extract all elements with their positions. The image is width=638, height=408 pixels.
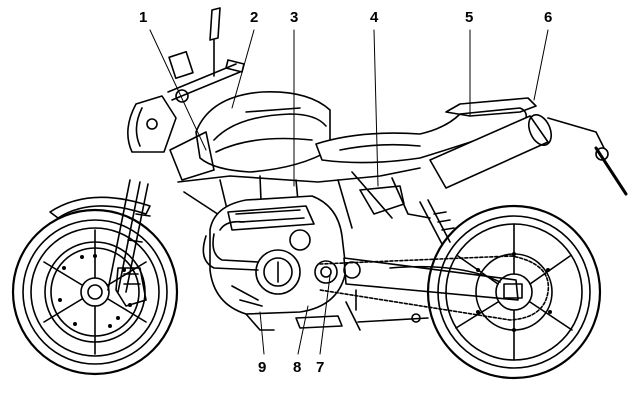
handlebar-assembly	[167, 7, 245, 103]
front-wheel	[11, 208, 179, 376]
front-fender	[49, 196, 151, 219]
engine	[209, 195, 347, 315]
drive-chain	[319, 255, 550, 321]
swingarm	[343, 257, 519, 301]
callout-leaders	[149, 29, 549, 355]
rear-shock	[419, 199, 455, 245]
front-fork	[107, 179, 151, 293]
callout-8: 8	[293, 359, 302, 376]
callout-9: 9	[258, 359, 267, 376]
callout-2: 2	[250, 9, 259, 26]
muffler	[429, 114, 553, 189]
rear-wheel	[426, 204, 602, 380]
headlight-cowl	[127, 95, 177, 153]
fuel-tank	[195, 91, 331, 173]
callout-1: 1	[139, 9, 148, 26]
footpegs	[245, 289, 429, 331]
rear-fender	[547, 117, 628, 196]
tank-side-cover	[169, 131, 215, 181]
seat	[315, 107, 528, 164]
callout-7: 7	[316, 359, 325, 376]
callout-3: 3	[290, 9, 299, 26]
callout-5: 5	[465, 9, 474, 26]
callout-4: 4	[370, 9, 379, 26]
callout-6: 6	[544, 9, 553, 26]
exhaust-headers	[202, 220, 259, 271]
